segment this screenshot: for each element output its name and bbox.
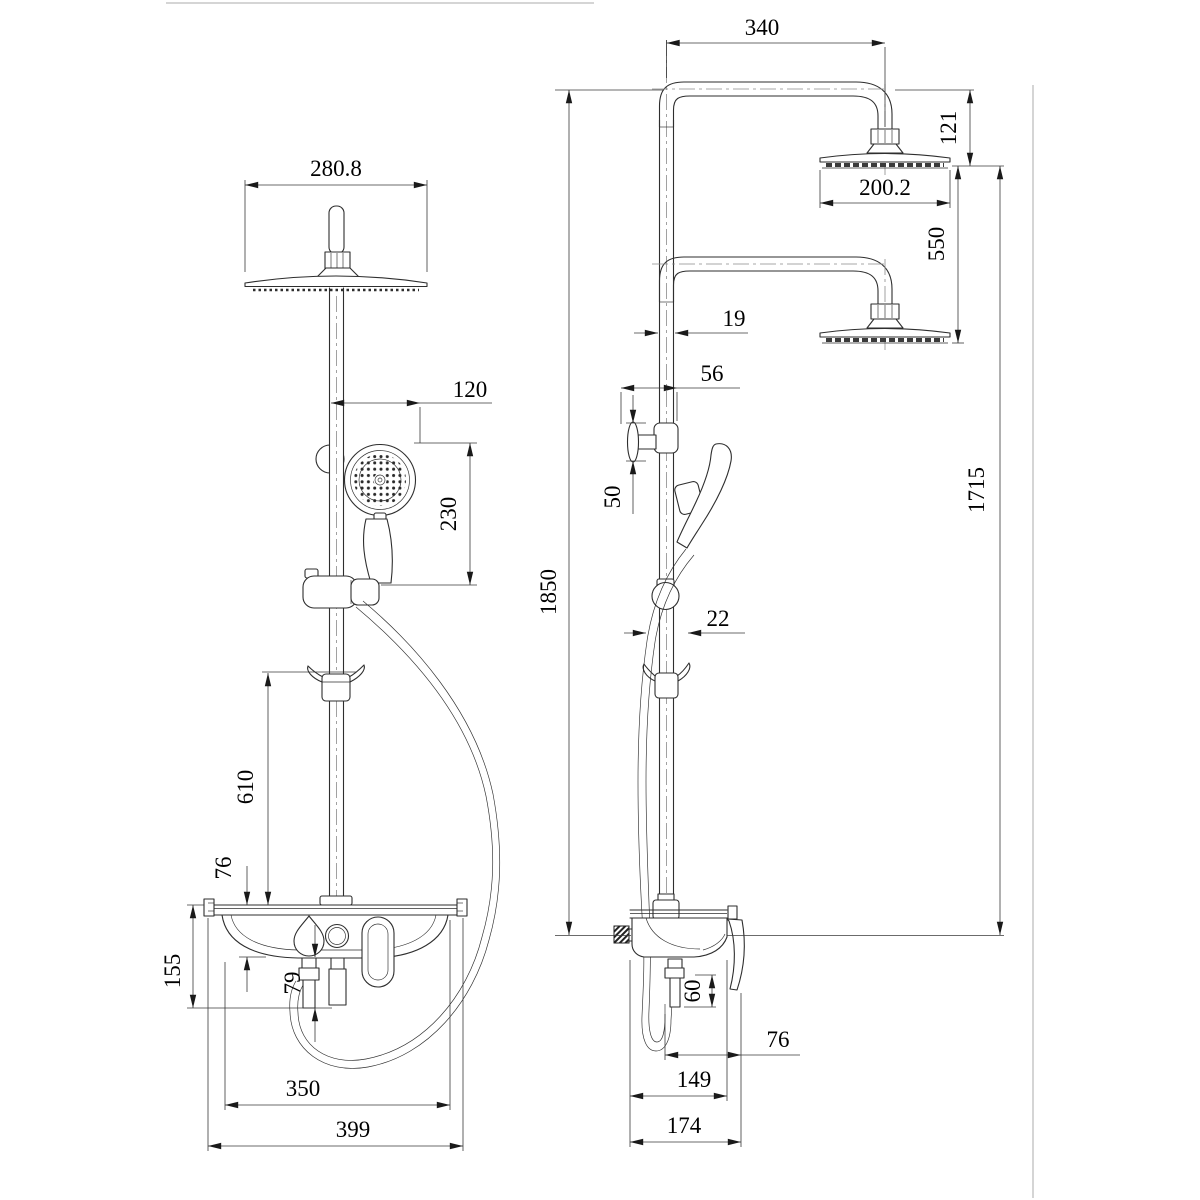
front-view: 280.8 120 230 610 76 79 <box>160 156 501 1151</box>
mixer-housing <box>631 917 728 958</box>
dim-label-under-tray: 79 <box>280 972 305 995</box>
dim-label-head-diameter: 200.2 <box>859 175 911 200</box>
head-stem <box>328 205 345 255</box>
dim-label-hand-offset: 120 <box>453 377 488 402</box>
riser-pipe-side <box>658 40 675 932</box>
dim-label-hand-length: 230 <box>436 497 461 532</box>
slider-holder-side <box>651 578 680 611</box>
shelf-tray-front <box>203 895 468 1009</box>
hand-shower-front <box>343 443 417 584</box>
dim-label-total-height: 1850 <box>536 569 561 615</box>
dim-label-tray-height: 155 <box>160 954 185 989</box>
dim-label-mixer-depth: 149 <box>677 1067 712 1092</box>
tray-end-cap-left <box>203 898 215 917</box>
dim-label-tray-inner-width: 350 <box>286 1076 321 1101</box>
dim-label-hook-to-shelf: 610 <box>233 770 258 805</box>
front-dimensions: 280.8 120 230 610 76 79 <box>160 156 492 1151</box>
knob-round <box>324 923 350 949</box>
dim-label-head-drop: 121 <box>936 111 961 146</box>
shower-arm-upper <box>652 81 951 175</box>
wall-bracket-side <box>626 421 679 463</box>
head-disc <box>244 275 428 288</box>
mixer-lever <box>726 918 745 991</box>
dim-label-outlet-drop: 60 <box>680 980 705 1003</box>
dim-label-hose-offset: 22 <box>707 606 730 631</box>
dim-label-bracket-height: 50 <box>600 486 625 509</box>
lever-pivot <box>727 905 738 920</box>
dim-label-head-width: 280.8 <box>310 156 362 181</box>
side-dimensions: 340 121 200.2 550 19 56 <box>536 15 1004 1147</box>
hand-shower-handle <box>362 518 393 584</box>
hook-front <box>307 664 365 702</box>
dim-label-tray-width: 399 <box>336 1117 371 1142</box>
dim-label-height-adjust: 550 <box>924 227 949 262</box>
hose-outlet-side <box>667 958 683 969</box>
shower-arm-lower <box>652 256 951 350</box>
rain-shower-head-front <box>244 205 428 292</box>
dim-label-arm-reach: 340 <box>745 15 780 40</box>
tray-end-cap-right <box>456 898 468 917</box>
dim-label-overall-depth: 174 <box>667 1113 702 1138</box>
head-disc-side-upper <box>819 152 951 163</box>
diverter-front <box>330 957 345 970</box>
side-view: 340 121 200.2 550 19 56 <box>536 15 1004 1147</box>
pipe-collar <box>319 895 353 906</box>
wall-flange <box>626 421 640 463</box>
knurled-knob <box>613 925 630 944</box>
dim-label-bracket-offset: 56 <box>701 361 724 386</box>
mixer-body-side <box>613 893 745 1008</box>
dim-label-head-to-mixer: 1715 <box>964 467 989 513</box>
head-nut <box>324 251 351 270</box>
head-disc-side-lower <box>819 327 951 338</box>
head-cone-side <box>866 143 904 154</box>
dim-label-tray-lip: 76 <box>211 857 236 880</box>
shower-hose-side <box>637 548 695 1052</box>
shower-hose-front <box>289 600 501 1069</box>
hand-shower-side <box>674 443 732 549</box>
slider-holder-front <box>302 568 380 609</box>
dim-label-mixer-front: 76 <box>767 1027 790 1052</box>
spout-front <box>361 916 395 988</box>
dim-label-pipe-diameter: 19 <box>723 306 746 331</box>
hose-outlet-front <box>301 957 317 969</box>
